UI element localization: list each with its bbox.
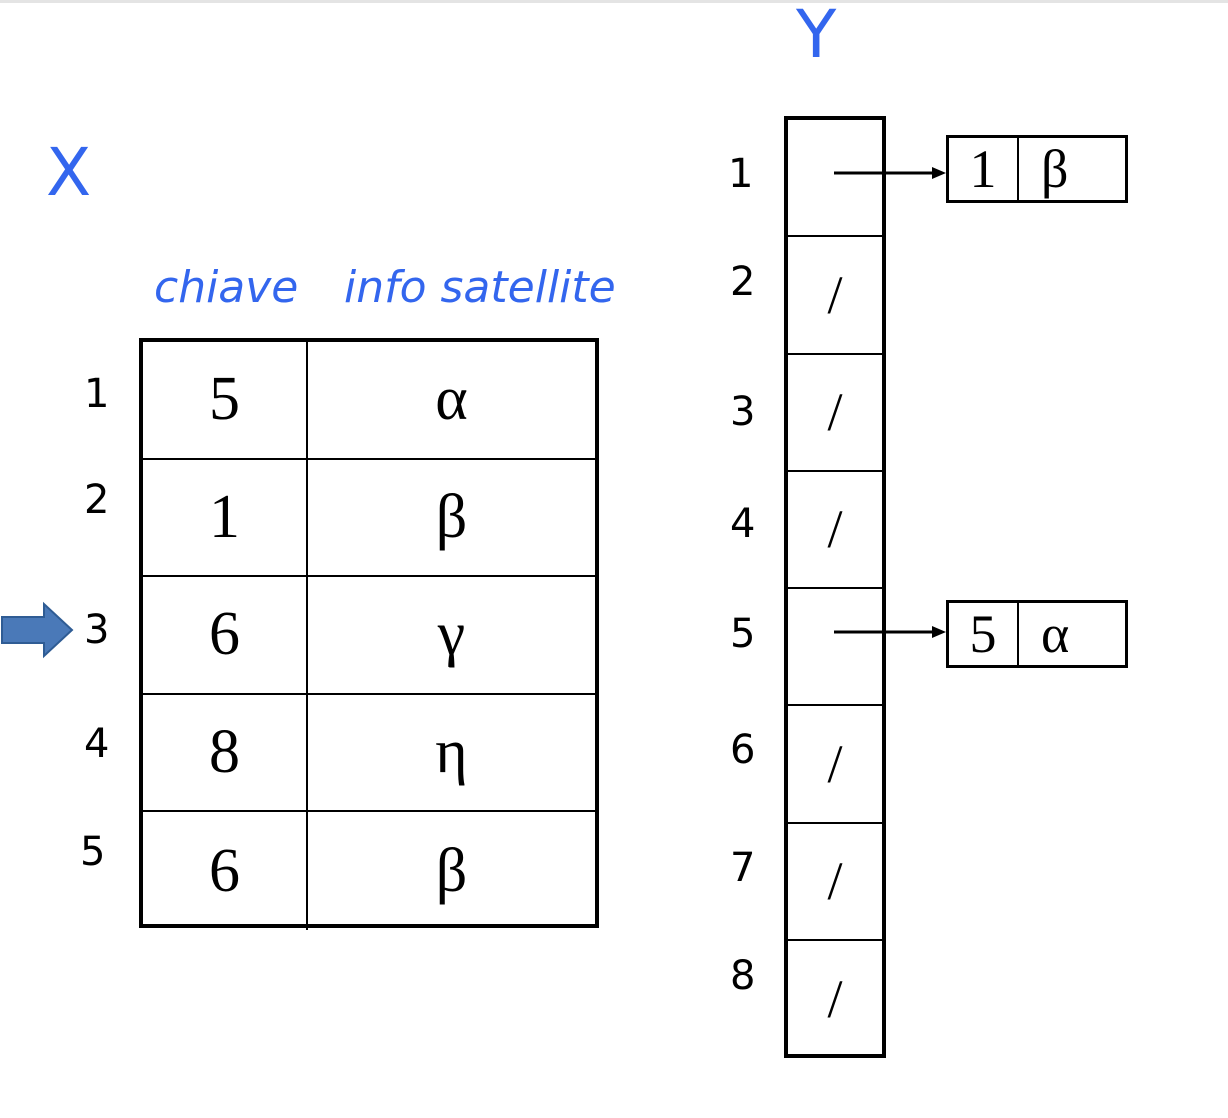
node-info: α xyxy=(1041,604,1070,664)
node-info: β xyxy=(1041,139,1069,199)
array-slot: / xyxy=(788,237,882,355)
info-cell: β xyxy=(435,482,468,551)
current-row-arrow-icon xyxy=(1,601,74,659)
slot-index: 7 xyxy=(730,845,756,891)
slot-index: 3 xyxy=(730,389,756,435)
slot-index: 4 xyxy=(730,501,756,547)
slot-index: 5 xyxy=(730,611,756,657)
row-index: 4 xyxy=(84,721,110,767)
array-slot: / xyxy=(788,706,882,824)
slot-index: 1 xyxy=(728,151,754,197)
array-x-label: X xyxy=(46,134,92,211)
pointer-arrowhead-icon xyxy=(932,167,946,179)
row-index: 5 xyxy=(80,829,106,875)
array-slot xyxy=(788,589,882,707)
slot-index: 8 xyxy=(730,953,756,999)
column-header-key: chiave xyxy=(154,262,299,313)
key-cell: 1 xyxy=(143,459,308,576)
list-node: 5 α xyxy=(946,600,1128,668)
column-header-info: info satellite xyxy=(344,262,616,313)
top-rule xyxy=(0,0,1228,3)
key-cell: 5 xyxy=(143,342,308,458)
table-row: 5 α xyxy=(143,342,595,460)
pointer-arrowhead-icon xyxy=(932,626,946,638)
list-node: 1 β xyxy=(946,135,1128,203)
info-cell: γ xyxy=(437,600,466,669)
array-y-label: Y xyxy=(796,0,837,73)
array-slot: / xyxy=(788,355,882,472)
table-row: 6 γ xyxy=(143,577,595,695)
array-slot: / xyxy=(827,969,843,1030)
key-cell: 8 xyxy=(143,694,308,811)
row-index: 1 xyxy=(84,371,110,417)
array-y: / / / / / / xyxy=(784,116,886,1058)
key-cell: 6 xyxy=(143,577,308,693)
row-index: 3 xyxy=(84,607,110,653)
info-cell: η xyxy=(435,718,468,787)
node-key: 5 xyxy=(949,603,1019,665)
table-row: 1 β xyxy=(143,459,595,578)
slot-index: 2 xyxy=(730,259,756,305)
info-cell: β xyxy=(435,836,468,905)
array-slot: / xyxy=(788,824,882,941)
table-row: 8 η xyxy=(143,694,595,813)
table-x: 5 α 1 β 6 γ 8 η 6 β xyxy=(139,338,599,930)
array-slot xyxy=(788,120,882,238)
table-row: 6 β xyxy=(143,812,595,930)
key-cell: 6 xyxy=(143,812,308,930)
slot-index: 6 xyxy=(730,727,756,773)
node-key: 1 xyxy=(949,138,1019,200)
info-cell: α xyxy=(435,365,468,434)
row-index: 2 xyxy=(84,477,110,523)
array-slot: / xyxy=(788,472,882,589)
